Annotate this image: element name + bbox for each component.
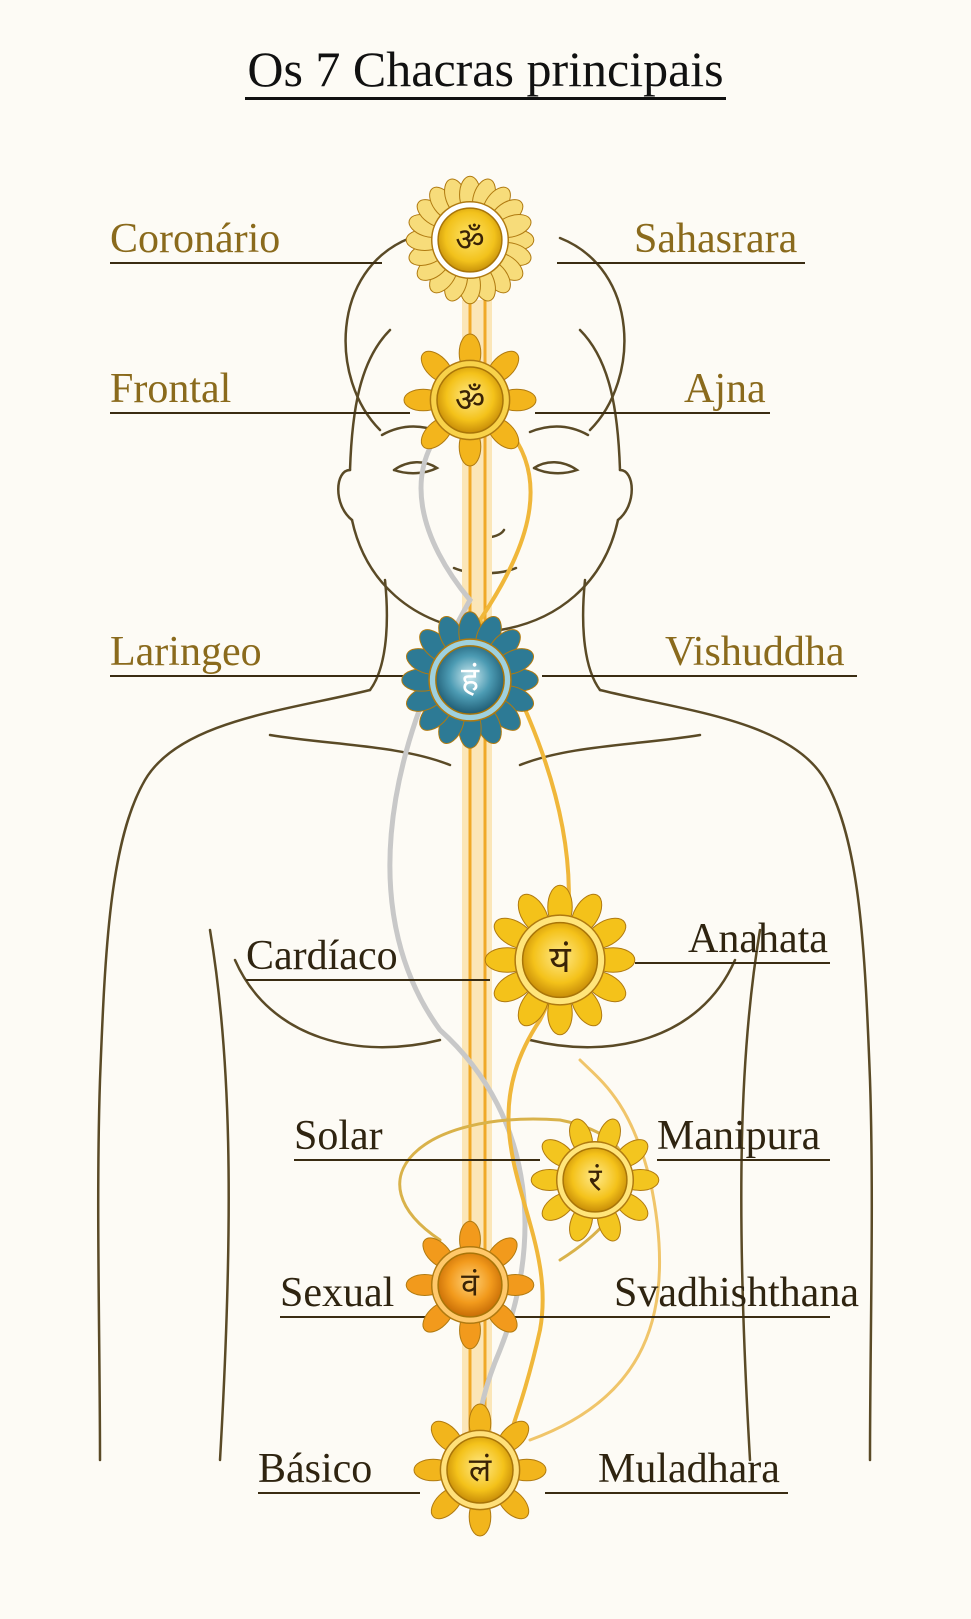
neck-right (581, 578, 602, 692)
third-eye-disc (436, 366, 504, 434)
third-eye-left-label: Frontal (110, 366, 232, 412)
chakra-lotuses: ॐ ॐ हं यं रं वं लं (401, 175, 660, 1537)
pec-left (233, 958, 442, 1049)
heart-disc (521, 921, 599, 999)
third-eye-bija-symbol: ॐ (455, 380, 485, 419)
solar-lotus-icon: रं (530, 1118, 660, 1242)
root-lotus-icon: लं (413, 1403, 547, 1537)
solar-right-label: Manipura (657, 1113, 821, 1159)
heart-left-label: Cardíaco (246, 933, 398, 979)
solar-left-label: Solar (294, 1113, 383, 1159)
face-outline (348, 328, 622, 472)
clavicle-right (518, 733, 702, 767)
arm-inner-left (208, 928, 230, 1462)
pec-right (528, 958, 737, 1049)
heart-lotus-icon: यं (484, 884, 636, 1036)
sacral-disc (437, 1252, 503, 1318)
shoulder-right (598, 688, 874, 1462)
ear-right (616, 468, 633, 522)
sacral-left-label: Sexual (280, 1270, 395, 1316)
root-left-label: Básico (258, 1446, 373, 1492)
root-bija-symbol: लं (469, 1450, 492, 1489)
third-eye-lotus-icon: ॐ (403, 333, 537, 467)
heart-bija-symbol: यं (549, 938, 571, 981)
head-outline (344, 236, 626, 432)
heart-right-label: Anahata (688, 916, 828, 962)
clavicle-left (268, 733, 452, 767)
page-title: Os 7 Chacras principais (0, 40, 971, 100)
root-right-label: Muladhara (598, 1446, 780, 1492)
throat-lotus-icon: हं (401, 611, 539, 749)
throat-right-label: Vishuddha (665, 629, 845, 675)
root-disc (446, 1436, 514, 1504)
eye-left (392, 461, 440, 475)
brow-right (528, 425, 590, 437)
crown-lotus-icon: ॐ (405, 175, 535, 305)
sacral-lotus-icon: वं (405, 1220, 535, 1350)
eye-right (532, 461, 580, 475)
sacral-right-label: Svadhishthana (614, 1270, 859, 1316)
neck-left (368, 578, 389, 692)
throat-left-label: Laringeo (110, 629, 262, 675)
throat-bija-symbol: हं (461, 660, 480, 700)
sacral-bija-symbol: वं (461, 1265, 480, 1303)
crown-right-label: Sahasrara (634, 216, 798, 262)
ida-channel (387, 417, 528, 1483)
ear-left (337, 468, 354, 522)
shoulder-left (96, 688, 372, 1462)
throat-disc (435, 645, 505, 715)
crown-left-label: Coronário (110, 216, 281, 262)
solar-disc (562, 1147, 628, 1213)
arm-inner-right (740, 928, 762, 1462)
third-eye-right-label: Ajna (684, 366, 766, 412)
solar-bija-symbol: रं (588, 1160, 602, 1198)
loop-right (528, 1058, 662, 1442)
crown-bija-symbol: ॐ (455, 220, 484, 258)
label-rules (110, 262, 857, 1494)
crown-disc (437, 207, 503, 273)
